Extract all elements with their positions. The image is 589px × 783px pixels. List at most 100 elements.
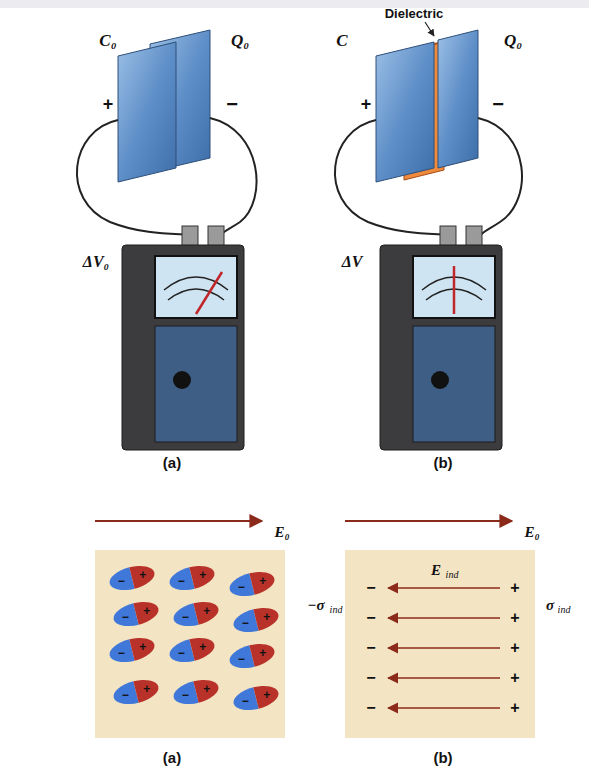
surface-charge-sign: + xyxy=(510,610,519,626)
field-arrow-part xyxy=(95,520,262,522)
positive-end xyxy=(249,568,277,595)
charge-sign: + xyxy=(143,683,150,695)
charge-sign: − xyxy=(122,611,129,623)
charge-sign: + xyxy=(203,605,210,617)
field-arrow xyxy=(95,521,512,522)
polar-molecule xyxy=(107,634,157,666)
capacitor-plates-part xyxy=(438,30,478,168)
panel-label: (b) xyxy=(433,455,452,470)
symbol-label: E xyxy=(431,563,441,578)
positive-end xyxy=(249,640,277,667)
polarity-sign: − xyxy=(226,94,238,114)
voltmeter-part xyxy=(413,326,495,442)
positive-end xyxy=(133,598,161,625)
voltmeter-part xyxy=(173,371,191,389)
voltmeter-part xyxy=(155,256,237,318)
positive-end xyxy=(253,682,281,709)
charge-sign: + xyxy=(139,569,146,581)
capacitor-plates-part xyxy=(118,42,176,182)
positive-end xyxy=(129,562,157,589)
polar-molecule xyxy=(231,682,281,714)
positive-end xyxy=(253,604,281,631)
leader-line xyxy=(425,22,434,36)
symbol-label: Q₀ xyxy=(504,32,522,49)
positive-end xyxy=(193,676,221,703)
charge-sign: − xyxy=(178,647,185,659)
leader-line-part xyxy=(425,22,434,36)
polar-molecule xyxy=(107,562,157,594)
positive-end xyxy=(189,634,217,661)
charge-sign: + xyxy=(203,683,210,695)
voltmeter-part xyxy=(196,272,222,314)
polar-molecule xyxy=(171,598,221,630)
voltmeter-part xyxy=(122,245,244,450)
symbol-label: C₀ xyxy=(99,32,116,49)
charge-sign: − xyxy=(118,575,125,587)
polar-molecule xyxy=(227,568,277,600)
symbol-label: E₀ xyxy=(274,525,289,540)
wire xyxy=(77,118,257,236)
charge-sign: − xyxy=(242,695,249,707)
charge-sign: + xyxy=(199,569,206,581)
symbol-label: −σ xyxy=(307,598,324,613)
voltmeter xyxy=(122,226,244,450)
induced-field-arrow-part xyxy=(388,707,500,709)
panel-label: (b) xyxy=(433,750,452,765)
charge-sign: − xyxy=(238,581,245,593)
surface-charge-sign: + xyxy=(510,580,519,596)
polar-molecule xyxy=(111,598,161,630)
wire-part xyxy=(77,120,196,236)
symbol-label: E₀ xyxy=(524,525,539,540)
polar-molecule xyxy=(167,562,217,594)
polar-molecule xyxy=(227,640,277,672)
symbol-label: ΔV₀ xyxy=(83,254,109,270)
symbol-label: σ xyxy=(546,598,554,613)
field-arrow-part xyxy=(345,520,512,522)
charge-sign: − xyxy=(122,689,129,701)
positive-end xyxy=(193,598,221,625)
surface-charge-sign: + xyxy=(510,640,519,656)
wire-part xyxy=(478,118,522,236)
charge-sign: − xyxy=(238,653,245,665)
charge-sign: − xyxy=(182,611,189,623)
polar-molecule xyxy=(111,676,161,708)
surface-charge-sign: + xyxy=(510,700,519,716)
positive-end xyxy=(129,634,157,661)
polar-molecule xyxy=(231,604,281,636)
dielectric-panel xyxy=(345,550,535,738)
voltmeter xyxy=(380,226,502,450)
part-label: Dielectric xyxy=(385,7,444,20)
subscript: ind xyxy=(446,570,459,580)
positive-end xyxy=(133,676,161,703)
surface-charge-sign: − xyxy=(366,580,375,596)
induced-field-arrow-part xyxy=(388,647,500,649)
charge-sign: − xyxy=(242,617,249,629)
wire-part xyxy=(335,120,454,236)
charge-sign: + xyxy=(259,647,266,659)
polar-molecule xyxy=(171,676,221,708)
charge-sign: + xyxy=(139,641,146,653)
surface-charge-sign: − xyxy=(366,700,375,716)
polar-molecule xyxy=(167,634,217,666)
induced-field-arrow-part xyxy=(388,617,500,619)
charge-sign: − xyxy=(118,647,125,659)
dielectric-panel xyxy=(95,550,285,738)
surface-charge-sign: − xyxy=(366,640,375,656)
voltmeter-part xyxy=(155,326,237,442)
polarity-sign: + xyxy=(103,95,114,113)
panel-label: (a) xyxy=(163,455,181,470)
positive-end xyxy=(189,562,217,589)
symbol-label: ΔV xyxy=(342,254,363,270)
charge-sign: + xyxy=(263,611,270,623)
voltmeter-part xyxy=(431,371,449,389)
capacitor-plates xyxy=(118,30,210,182)
voltmeter-part xyxy=(168,289,224,300)
panel-label: (a) xyxy=(163,750,181,765)
wire xyxy=(335,118,522,236)
surface-charge-sign: − xyxy=(366,610,375,626)
charge-sign: − xyxy=(178,575,185,587)
capacitor-plates xyxy=(376,30,478,182)
induced-field-arrow-part xyxy=(388,677,500,679)
